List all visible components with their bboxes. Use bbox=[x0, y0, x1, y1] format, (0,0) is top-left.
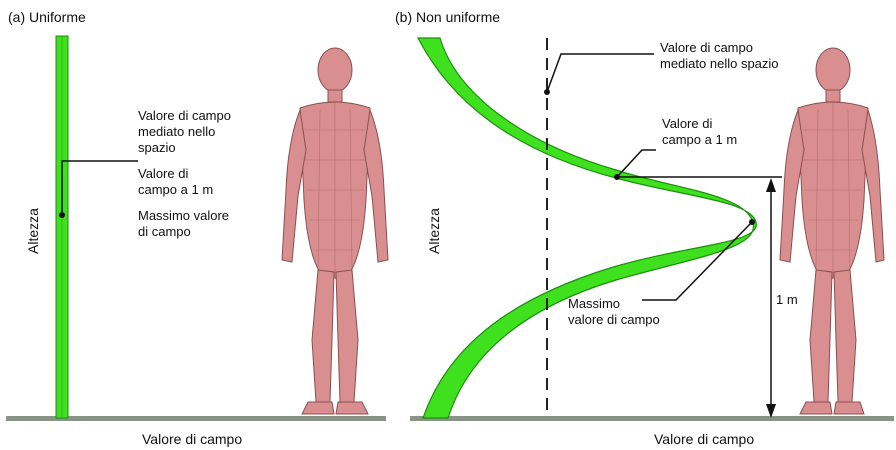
y-axis-label-a: Altezza bbox=[25, 208, 41, 254]
human-mesh-figure-icon bbox=[780, 48, 884, 414]
y-axis-label-b: Altezza bbox=[426, 208, 442, 254]
annotation-field-1m-b: Valore di campo a 1 m bbox=[662, 116, 737, 148]
x-axis-label-b: Valore di campo bbox=[654, 431, 754, 448]
leader-dot-spatial-avg-b bbox=[544, 89, 550, 95]
annotation-spatial-avg-b: Valore di campo mediato nello spazio bbox=[660, 40, 779, 72]
annotation-max-field-a: Massimo valore di campo bbox=[138, 208, 229, 240]
height-marker-label: 1 m bbox=[774, 292, 800, 308]
leader-line-spatial-avg-b bbox=[547, 54, 654, 92]
panel-b-graphics bbox=[390, 0, 896, 450]
panel-uniform: (a) Uniforme Valore di campo mediato nel… bbox=[0, 0, 390, 450]
arrow-down-icon bbox=[766, 404, 776, 418]
annotation-field-1m-a: Valore di campo a 1 m bbox=[138, 166, 213, 198]
non-uniform-field-curve bbox=[418, 38, 756, 418]
panel-non-uniform: (b) Non uniforme bbox=[390, 0, 896, 450]
ground-line bbox=[410, 416, 894, 421]
annotation-spatial-avg-a: Valore di campo mediato nello spazio bbox=[138, 108, 231, 156]
leader-dot-max-b bbox=[749, 219, 755, 225]
arrow-up-icon bbox=[766, 178, 776, 192]
human-mesh-figure-icon bbox=[282, 48, 388, 414]
leader-dot-a bbox=[59, 212, 65, 218]
x-axis-label-a: Valore di campo bbox=[142, 431, 242, 448]
annotation-max-field-b: Massimo valore di campo bbox=[568, 296, 660, 328]
leader-line-a bbox=[62, 161, 138, 215]
